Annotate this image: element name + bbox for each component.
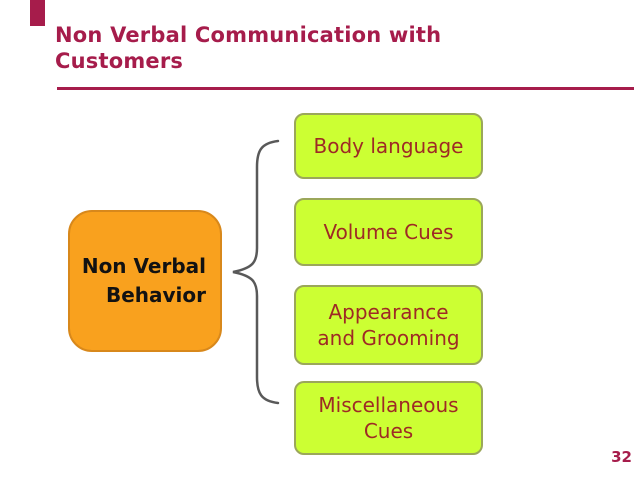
accent-tab	[30, 0, 45, 26]
item-box-appearance-and-grooming: Appearance and Grooming	[294, 285, 483, 365]
page-title: Non Verbal Communication with Customers	[55, 22, 615, 74]
item-label: Body language	[313, 134, 464, 158]
page-number: 32	[611, 448, 632, 466]
non-verbal-behavior-box: Non Verbal Behavior	[68, 210, 222, 352]
item-label: Volume Cues	[323, 220, 454, 244]
page-title-line2: Customers	[55, 49, 184, 73]
page-title-line1: Non Verbal Communication with	[55, 23, 442, 47]
title-underline	[57, 87, 634, 90]
curly-brace-connector	[232, 139, 280, 405]
non-verbal-behavior-label: Non Verbal Behavior	[81, 254, 206, 307]
item-box-miscellaneous-cues: Miscellaneous Cues	[294, 381, 483, 455]
item-box-body-language: Body language	[294, 113, 483, 179]
item-label: Miscellaneous Cues	[318, 393, 459, 443]
item-label: Appearance and Grooming	[317, 300, 460, 350]
item-box-volume-cues: Volume Cues	[294, 198, 483, 266]
